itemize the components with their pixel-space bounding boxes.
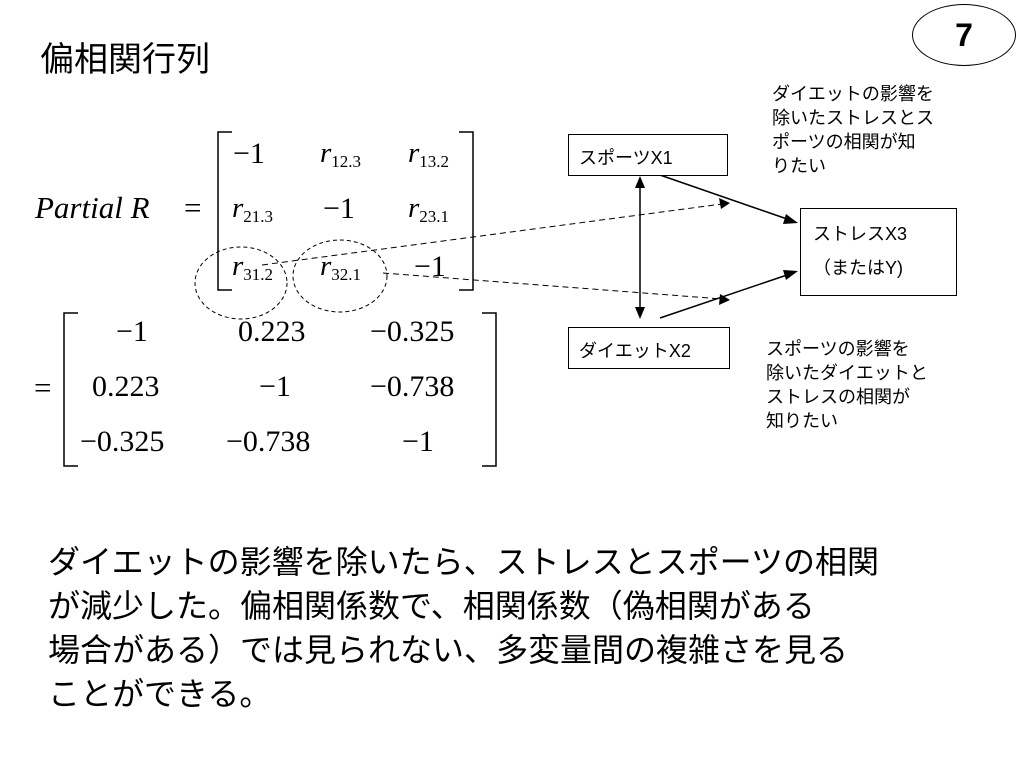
num-r1c2: 0.223 [238,315,306,348]
dashed-link-r31-to-top [261,203,723,266]
arrow-sports-to-stress [659,174,791,221]
diet-x2-box: ダイエットX2 [568,327,730,369]
sym-r1c3: r13.2 [408,137,450,171]
sym-r3c1: r31.2 [232,250,274,284]
dashed-link-r32-to-bottom [382,272,723,300]
num-r2c1: 0.223 [92,370,160,403]
diet-x2-label: ダイエットX2 [579,341,691,361]
note-top: ダイエットの影響を 除いたストレスとス ポーツの相関が知 りたい [772,84,934,176]
num-r1c3: −0.325 [370,315,455,348]
num-r3c3: −1 [402,425,434,458]
sports-x1-box: スポーツX1 [568,134,728,176]
sym-r2c2: −1 [323,192,355,225]
num-r2c2: −1 [259,370,291,403]
sym-r3c2: r32.1 [320,250,362,284]
num-r2c3: −0.738 [370,370,455,403]
num-r1c1: −1 [116,315,148,348]
arrowhead-down [635,307,645,319]
arrowhead-diet-stress [783,270,798,280]
partial-r-label: Partial R [35,190,150,225]
r31-dashed-ellipse [194,246,288,320]
page-number-badge: 7 [912,4,1016,66]
arrowhead-up [635,176,645,188]
arrow-diet-to-stress [659,273,791,319]
stress-x3-label: ストレスX3 [813,224,908,244]
sym-r1c1: −1 [233,137,265,170]
r32-dashed-ellipse [292,239,388,313]
sym-r3c3: −1 [414,250,446,283]
sym-r1c2: r12.3 [320,137,362,171]
arrowhead-dashed-top [719,198,730,209]
symbolic-matrix-right-bracket [459,131,474,291]
numeric-matrix-left-bracket [63,312,78,467]
numeric-matrix-right-bracket [482,312,497,467]
symbolic-matrix-left-bracket [217,131,232,291]
sports-x1-label: スポーツX1 [579,148,673,168]
sym-r2c3: r23.1 [408,192,450,226]
page-title: 偏相関行列 [40,40,210,80]
stress-x3-box: ストレスX3 （またはY) [800,208,957,296]
num-r3c1: −0.325 [80,425,165,458]
stress-or-y-label: （またはY) [813,258,903,278]
summary-text: ダイエットの影響を除いたら、ストレスとスポーツの相関 が減少した。偏相関係数で、… [48,544,880,712]
note-bottom: スポーツの影響を 除いたダイエットと ストレスの相関が 知りたい [766,339,928,431]
num-r3c2: −0.738 [226,425,311,458]
equals-sign-1: = [184,190,202,225]
sym-r2c1: r21.3 [232,192,274,226]
equals-sign-2: = [34,370,52,405]
arrowhead-sports-stress [783,214,798,224]
